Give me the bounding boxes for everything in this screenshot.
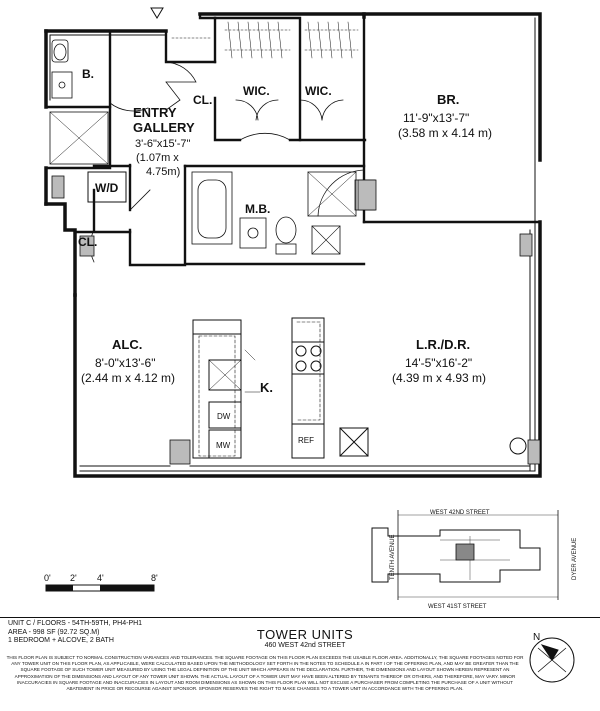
unit-config: 1 BEDROOM + ALCOVE, 2 BATH (8, 637, 114, 644)
disclaimer: This floor plan is subject to normal con… (6, 655, 524, 692)
scale-bar: 0' 2' 4' 8' (44, 573, 158, 592)
doors (89, 61, 365, 263)
bedroom-dims-m: (3.58 m x 4.14 m) (398, 126, 492, 140)
washer-dryer-box (87, 171, 127, 203)
key-plan-east-avenue: DYER AVENUE (572, 538, 578, 580)
entry-label-1: ENTRY (133, 105, 177, 120)
refrigerator-label: REF (298, 436, 314, 445)
bedroom-label: BR. (437, 92, 459, 107)
microwave-label: MW (216, 441, 231, 450)
dishwasher-label: DW (217, 412, 231, 421)
unit-area: AREA - 998 SF (92.72 SQ.M) (8, 629, 100, 636)
wic-2-label: WIC. (305, 84, 332, 98)
exterior-walls (44, 12, 542, 478)
interior-walls (44, 12, 542, 267)
unit-info: UNIT C / FLOORS - 54TH-59TH, PH4-PH1 (8, 620, 143, 627)
entry-marker (150, 7, 164, 19)
living-dims-m: (4.39 m x 4.93 m) (392, 371, 486, 385)
kitchen-fixtures (192, 317, 325, 459)
scale-label-0: 0' (44, 573, 51, 583)
compass-label: N (533, 632, 540, 643)
key-plan-south-street: WEST 41ST STREET (428, 604, 487, 610)
closet-entry-label: CL. (193, 93, 212, 107)
entry-dims-ft: 3'-6"x15'-7" (135, 138, 191, 150)
duct-chases (339, 427, 527, 457)
footer (0, 617, 600, 711)
alcove-dims-ft: 8'-0"x13'-6" (95, 356, 155, 370)
entry-dims-m-1: (1.07m x (136, 152, 179, 164)
scale-label-8: 8' (151, 573, 158, 583)
master-bath-label: M.B. (245, 202, 270, 216)
tower-address: 460 WEST 42nd STREET (264, 642, 346, 649)
hangers (227, 21, 353, 59)
bath-small-label: B. (82, 67, 94, 81)
key-plan: WEST 42ND STREET WEST 41ST STREET TENTH … (371, 510, 578, 610)
tower-title: TOWER UNITS (256, 627, 354, 642)
windows (49, 17, 536, 472)
key-plan-west-avenue: TENTH AVENUE (390, 534, 396, 580)
alcove-label: ALC. (112, 337, 142, 352)
closet-2-label: CL. (78, 235, 97, 249)
living-dims-ft: 14'-5"x16'-2" (405, 356, 472, 370)
living-label: L.R./D.R. (416, 337, 470, 352)
wic-1-label: WIC. (243, 84, 270, 98)
entry-label-2: GALLERY (133, 120, 195, 135)
scale-label-4: 4' (97, 573, 104, 583)
columns (51, 175, 541, 465)
master-bath-fixtures (191, 171, 376, 255)
washer-dryer-label: W/D (95, 181, 119, 195)
bedroom-dims-ft: 11'-9"x13'-7" (403, 111, 469, 125)
kitchen-label: K. (260, 380, 273, 395)
bath-small-fixtures (49, 39, 109, 165)
kitchen-counters (198, 321, 321, 457)
entry-dims-m-2: 4.75m) (146, 166, 180, 178)
closet-rods (171, 29, 359, 51)
scale-label-2: 2' (70, 573, 77, 583)
key-plan-north-street: WEST 42ND STREET (430, 510, 490, 516)
alcove-dims-m: (2.44 m x 4.12 m) (81, 371, 175, 385)
north-compass: N (529, 632, 575, 683)
